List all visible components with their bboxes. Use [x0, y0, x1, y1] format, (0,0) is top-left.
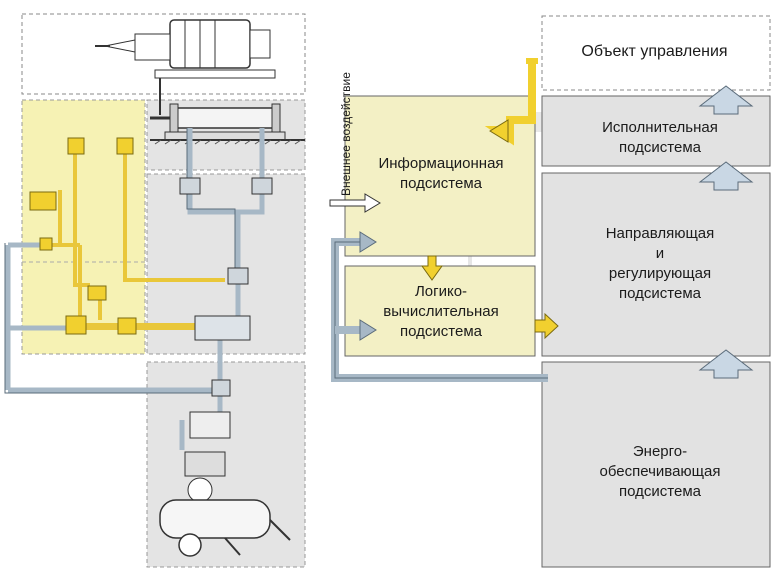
- label-line: Направляющая: [605, 225, 715, 242]
- label-line: подсистема: [400, 323, 482, 340]
- main-air-lines-outline: [4, 128, 236, 394]
- arrow-energy-to-logic: [359, 319, 377, 341]
- main-air-lines: [5, 128, 265, 450]
- label-line: и: [655, 245, 665, 262]
- label-line: регулирующая: [608, 265, 712, 282]
- label-line: Объект управления: [581, 43, 728, 60]
- logic-label: Логико- вычислительная подсистема: [356, 282, 526, 342]
- arrow-external-influence: [329, 193, 381, 213]
- label-line: вычислительная: [383, 303, 499, 320]
- block-control-object: [541, 15, 771, 91]
- label-line: Информационная: [378, 155, 504, 172]
- label-line: Исполнительная: [602, 119, 718, 136]
- energy-label: Энерго- обеспечивающая подсистема: [560, 442, 760, 502]
- distribution-valves: [179, 177, 273, 397]
- compressor: [159, 411, 291, 557]
- arrow-information-to-logic: [421, 255, 443, 281]
- arrow-object-feedback-head: [489, 119, 509, 143]
- arrow-guiding-to-executive: [698, 161, 754, 191]
- arrow-energy-to-guiding: [698, 349, 754, 379]
- arrow-energy-to-information: [359, 231, 377, 253]
- label-line: подсистема: [400, 175, 482, 192]
- zone-control-object: [21, 13, 306, 95]
- information-label: Информационная подсистема: [356, 154, 526, 194]
- arrow-object-feedback: [484, 58, 536, 146]
- label-line: Энерго-: [632, 443, 688, 460]
- block-energy: [541, 361, 771, 568]
- arrow-logic-to-guiding: [534, 312, 559, 340]
- label-line: подсистема: [619, 285, 701, 302]
- energy-feed-outline: [334, 241, 548, 379]
- label-line: Логико-: [414, 283, 468, 300]
- block-guiding: [541, 172, 771, 357]
- yellow-valves: [29, 137, 137, 335]
- label-line: подсистема: [619, 139, 701, 156]
- external-influence-label: Внешнее воздействие: [339, 72, 353, 196]
- control-object-label: Объект управления: [552, 42, 757, 62]
- guiding-label: Направляющая и регулирующая подсистема: [560, 224, 760, 304]
- arrow-executive-to-object: [698, 85, 754, 115]
- drilling-machine: [95, 19, 276, 115]
- label-line: обеспечивающая: [599, 463, 721, 480]
- executive-label: Исполнительная подсистема: [560, 118, 760, 158]
- label-line: подсистема: [619, 483, 701, 500]
- block-logic: [344, 265, 536, 357]
